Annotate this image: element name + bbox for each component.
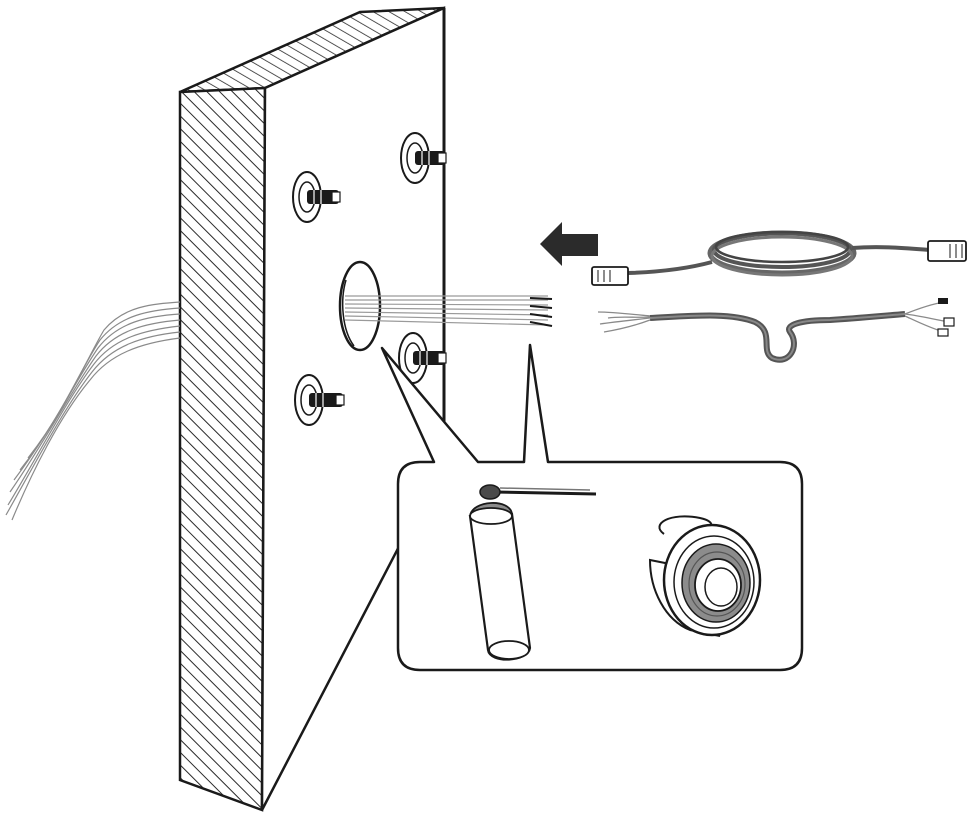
mounting-screw-icon [294, 374, 345, 426]
wall-back-wires-icon [5, 301, 181, 521]
insert-direction-arrow-icon [540, 222, 598, 266]
power-cable-icon [597, 298, 955, 363]
sealant-spray-can-icon [468, 484, 597, 661]
wire-ends-icon [529, 297, 553, 327]
mounting-screw-icon [292, 171, 341, 223]
insulating-tape-roll-icon [648, 515, 762, 637]
mounting-screw-icon [400, 132, 447, 184]
network-cable-icon [591, 230, 967, 286]
through-hole-wires-icon [344, 295, 549, 326]
cable-hole-icon [338, 260, 382, 352]
